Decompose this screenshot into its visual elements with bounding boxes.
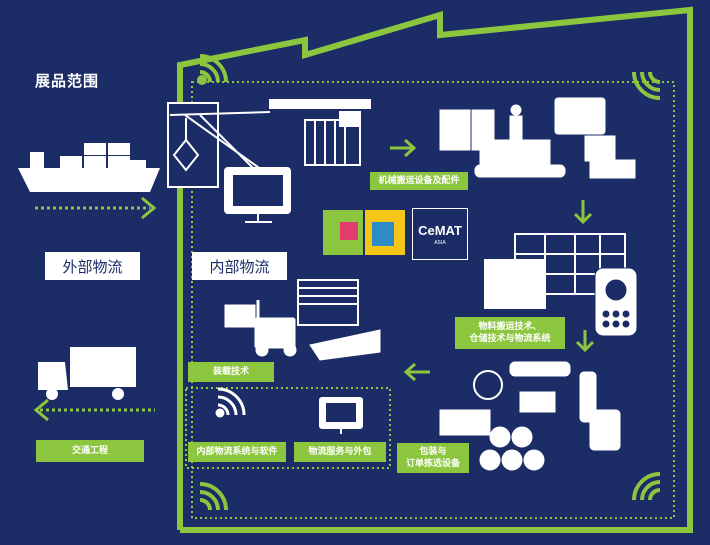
transport-engineering-label: 交通工程 <box>36 440 144 462</box>
ship-icon <box>18 143 160 192</box>
arrow-left-icon <box>403 362 430 382</box>
packaging-line-2: 订单拣选设备 <box>405 459 460 469</box>
services-dotted-box <box>185 387 391 469</box>
wireless-signal-icon <box>215 387 246 418</box>
crane-icon <box>167 102 271 188</box>
page-title: 展品范围 <box>35 72 100 90</box>
remote-control-icon <box>594 267 638 337</box>
logo-brand: CeMAT <box>418 222 462 238</box>
wifi-icon-bottom-left <box>199 482 228 511</box>
factory-inner-dotted <box>191 81 675 519</box>
arrow-left-icon <box>33 398 155 422</box>
arrow-down-icon <box>575 330 595 353</box>
wifi-icon-top-left <box>197 54 228 85</box>
loading-technology-label: 装载技术 <box>188 362 274 382</box>
arrow-down-icon <box>573 200 593 225</box>
packaging-equipment-icon <box>439 361 621 471</box>
arrow-right-icon <box>390 138 417 158</box>
forklift-icon <box>224 279 381 361</box>
packaging-line-1: 包装与 <box>419 447 447 457</box>
factory-outline <box>177 6 693 533</box>
cemat-asia-logo: CeMAT ASIA <box>412 208 468 260</box>
external-logistics-label: 外部物流 <box>45 252 140 280</box>
cemat-logo-graphic <box>323 210 405 255</box>
warehouse-equipment-icon <box>439 97 636 179</box>
material-handling-line-1: 物料搬运技术、 <box>478 322 542 332</box>
wifi-icon-top-right <box>632 71 661 100</box>
container-gantry-icon <box>269 99 371 166</box>
arrow-right-icon <box>35 196 157 220</box>
monitor-icon-small <box>319 397 363 434</box>
services-outsourcing-label: 物流服务与外包 <box>294 442 386 462</box>
internal-logistics-label: 内部物流 <box>192 252 287 280</box>
packaging-label: 包装与 订单拣选设备 <box>397 443 469 473</box>
material-handling-line-2: 仓储技术与物流系统 <box>469 334 551 344</box>
logo-sub: ASIA <box>434 239 446 246</box>
wifi-icon-bottom-right <box>632 472 661 501</box>
racking-icon <box>484 233 626 309</box>
machinery-label: 机械搬运设备及配件 <box>370 172 468 190</box>
monitor-icon <box>224 167 291 223</box>
systems-software-label: 内部物流系统与软件 <box>188 442 286 462</box>
truck-icon <box>38 347 136 400</box>
material-handling-label: 物料搬运技术、 仓储技术与物流系统 <box>455 317 565 349</box>
